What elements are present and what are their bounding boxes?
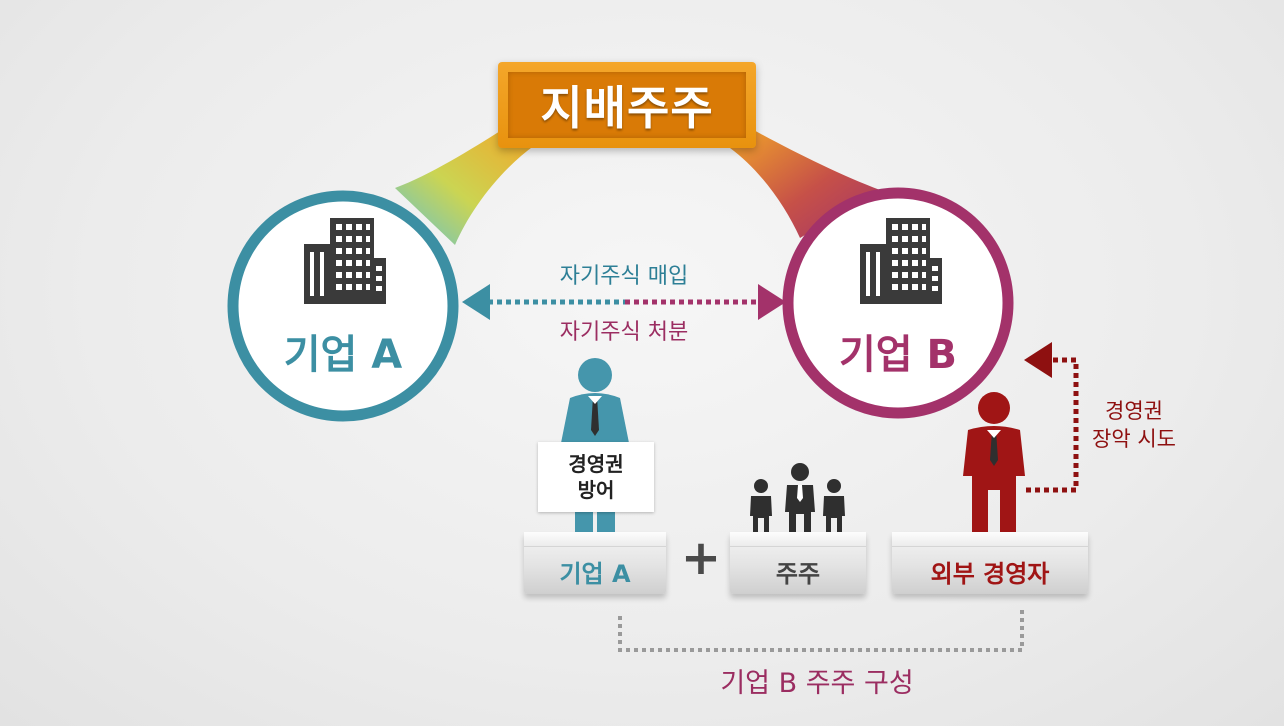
- plus-sign: +: [680, 530, 722, 586]
- takeover-arrow-line: [1026, 357, 1079, 493]
- person-icon: [560, 358, 630, 538]
- controlling-shareholder-inner: 지배주주: [508, 72, 746, 138]
- building-icon: [304, 218, 386, 304]
- pedestal-outside-manager: 외부 경영자: [892, 532, 1088, 594]
- defense-note-line2: 방어: [577, 478, 615, 502]
- pedestal-top: [524, 532, 666, 547]
- takeover-note-line1: 경영권: [1105, 399, 1163, 423]
- pedestal-shareholders: 주주: [730, 532, 866, 594]
- pedestal-outside-manager-label: 외부 경영자: [930, 560, 1050, 588]
- shareholder-bracket: [618, 608, 1024, 652]
- shareholders-person-icons: [750, 463, 845, 534]
- takeover-arrowhead-icon: [1024, 342, 1052, 378]
- pedestal-shareholders-label: 주주: [775, 560, 821, 588]
- page-title: 지배주주: [540, 81, 714, 135]
- pedestal-top: [892, 532, 1088, 547]
- defense-note: 경영권 방어: [538, 442, 654, 512]
- company-a-label: 기업 A: [284, 332, 403, 378]
- bracket-label: 기업 B 주주 구성: [720, 668, 913, 699]
- outside-manager-person-icon: [963, 392, 1025, 534]
- defense-note-line1: 경영권: [568, 452, 624, 476]
- arrowhead-left-icon: [462, 284, 490, 320]
- buyback-label: 자기주식 매입: [560, 264, 688, 289]
- company-b-label: 기업 B: [839, 332, 957, 378]
- left-ribbon: [395, 128, 535, 245]
- takeover-note-line2: 장악 시도: [1092, 427, 1176, 451]
- pedestal-top: [730, 532, 866, 547]
- building-icon: [860, 218, 942, 304]
- company-a-circle: [227, 190, 459, 422]
- controlling-shareholder-box: 지배주주: [498, 62, 756, 148]
- arrowhead-right-icon: [758, 284, 786, 320]
- disposal-label: 자기주식 처분: [560, 320, 688, 345]
- pedestal-company-a: 기업 A: [524, 532, 666, 594]
- pedestal-company-a-label: 기업 A: [559, 560, 631, 588]
